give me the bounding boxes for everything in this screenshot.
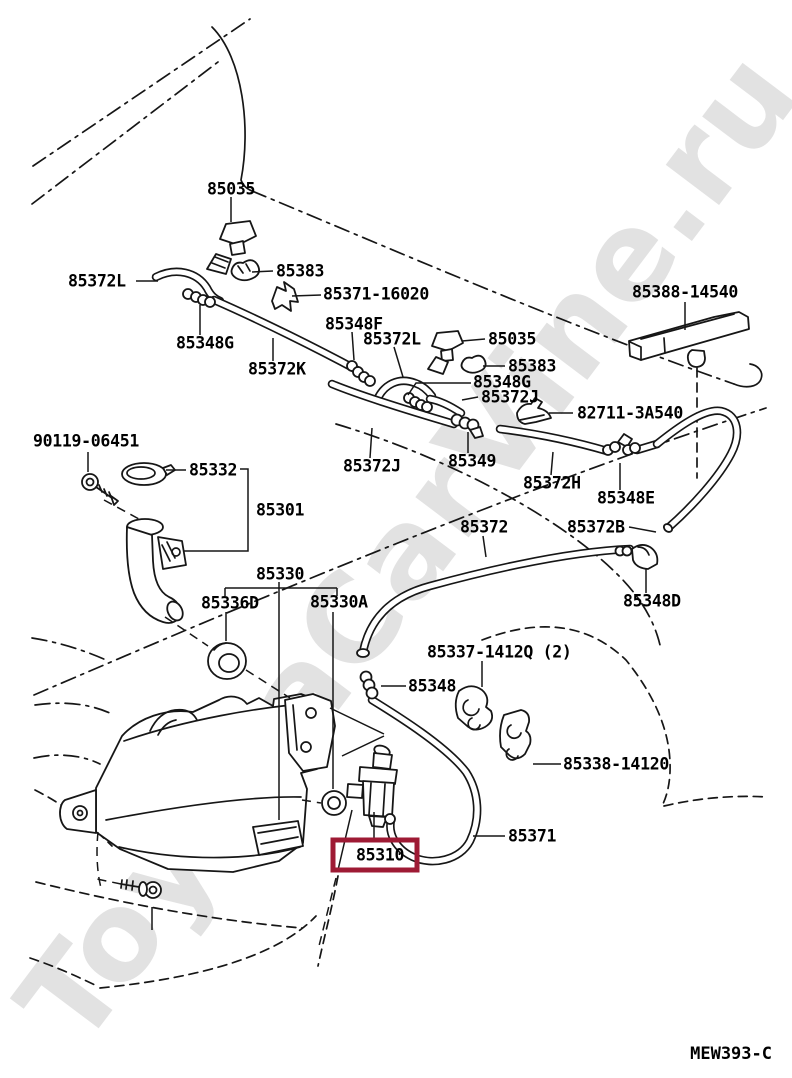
part-label-85372H[interactable]: 85372H <box>523 474 581 493</box>
part-label-90119-06451[interactable]: 90119-06451 <box>33 432 140 451</box>
part-label-85348F[interactable]: 85348F <box>325 315 383 334</box>
part-label-85310[interactable]: 85310 <box>356 846 404 865</box>
part-label-85372L-upper[interactable]: 85372L <box>68 272 126 291</box>
washer-nozzle-mid <box>427 330 464 375</box>
hose-joint-85348G-upper <box>182 288 216 308</box>
washer-pump-85310 <box>346 744 398 828</box>
part-label-85349[interactable]: 85349 <box>448 452 496 471</box>
diagram-code: MEW393-C <box>690 1044 772 1064</box>
hose-joint-85348G-mid <box>403 392 433 413</box>
part-label-85035-mid[interactable]: 85035 <box>488 330 536 349</box>
part-label-85348E[interactable]: 85348E <box>597 489 655 508</box>
filler-neck-85301 <box>125 518 187 624</box>
hose-joint-85348 <box>359 670 379 700</box>
hose-joint-85349 <box>450 413 484 439</box>
nozzle-clip-upper <box>230 259 260 282</box>
part-label-85336D[interactable]: 85336D <box>201 594 259 613</box>
part-label-85301[interactable]: 85301 <box>256 501 305 520</box>
part-label-85383-upper[interactable]: 85383 <box>276 262 324 281</box>
hose-clip-85371-16020 <box>271 281 299 312</box>
part-label-85383-mid[interactable]: 85383 <box>508 357 556 376</box>
part-label-85372J-mid[interactable]: 85372J <box>481 388 539 407</box>
grommet-85336D <box>207 642 247 680</box>
part-label-85371[interactable]: 85371 <box>508 827 557 846</box>
part-label-85372[interactable]: 85372 <box>460 518 508 537</box>
hose-clamp-85337 <box>454 685 494 731</box>
tank-bracket <box>284 693 336 772</box>
part-label-85388-14540[interactable]: 85388-14540 <box>632 283 738 302</box>
part-label-85348G-mid[interactable]: 85348G <box>473 373 531 392</box>
leader-lines <box>87 197 686 951</box>
nozzle-bar-85388 <box>628 311 750 368</box>
washer-nozzle-upper <box>206 220 257 275</box>
part-label-85330A[interactable]: 85330A <box>310 593 368 612</box>
bolt-90119-08636 <box>120 879 162 899</box>
bolt-90119-06451 <box>81 473 119 506</box>
part-label-85330[interactable]: 85330 <box>256 565 304 584</box>
pump-grommet <box>321 790 347 816</box>
part-label-82711-3A540[interactable]: 82711-3A540 <box>577 404 683 423</box>
part-label-85372B[interactable]: 85372B <box>567 518 625 537</box>
part-label-85337-1412Q[interactable]: 85337-1412Q (2) <box>427 643 572 662</box>
part-label-85332[interactable]: 85332 <box>189 461 237 480</box>
hose-joint-85348E <box>602 433 641 456</box>
part-label-85372J-left[interactable]: 85372J <box>343 457 401 476</box>
part-label-85372K[interactable]: 85372K <box>248 360 306 379</box>
washer-reservoir-tank <box>59 693 322 873</box>
part-label-85348D[interactable]: 85348D <box>623 592 681 611</box>
hose-joint-85348F <box>346 360 376 387</box>
highlight-box <box>330 837 420 873</box>
hose-elbow-85348D <box>614 544 659 570</box>
hose-clip-82711-3A540 <box>516 397 552 425</box>
reservoir-cap-85332 <box>121 462 176 486</box>
part-label-85371-16020[interactable]: 85371-16020 <box>323 285 429 304</box>
part-label-85372L-mid[interactable]: 85372L <box>363 330 421 349</box>
part-label-85338-14120[interactable]: 85338-14120 <box>563 755 669 774</box>
washer-hoses <box>151 267 742 866</box>
part-label-85348[interactable]: 85348 <box>408 677 456 696</box>
nozzle-clip-mid <box>460 354 487 374</box>
part-label-85035-upper[interactable]: 85035 <box>207 180 255 199</box>
part-label-85348G-upper[interactable]: 85348G <box>176 334 234 353</box>
hose-clamp-85338 <box>499 709 532 761</box>
